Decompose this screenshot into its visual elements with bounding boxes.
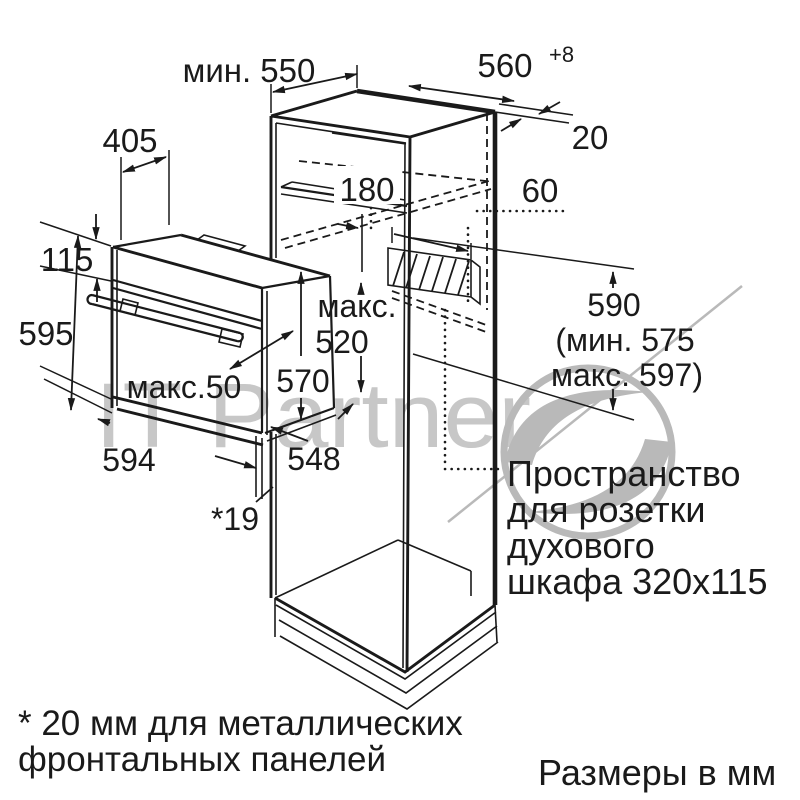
socket-space-note: Пространство для розетки духового шкафа … — [507, 453, 768, 602]
dim-570: 570 — [276, 363, 329, 399]
socket-note-line4: шкафа 320x115 — [507, 561, 768, 602]
footnotes: * 20 мм для металлических фронтальных па… — [18, 704, 776, 793]
dim-maks-label: макс. — [317, 288, 396, 324]
vent-slot-hatched — [387, 247, 481, 306]
dimension-lines — [39, 65, 635, 503]
dim-180: 180 — [339, 171, 394, 208]
dim-maks-50: макс.50 — [127, 369, 242, 405]
footnote-line2: фронтальных панелей — [18, 740, 386, 779]
units-note: Размеры в мм — [538, 752, 776, 793]
dim-19: *19 — [211, 501, 259, 537]
dim-590-min: (мин. 575 — [555, 322, 694, 358]
dim-590-max: макс. 597) — [551, 357, 703, 393]
oven-drawing — [86, 233, 337, 499]
footnote-line1: * 20 мм для металлических — [18, 704, 463, 743]
dim-60: 60 — [522, 172, 559, 209]
dotted-reference-lines — [369, 206, 567, 471]
dim-548: 548 — [287, 441, 340, 477]
dim-520: 520 — [315, 324, 368, 360]
socket-note-line2: для розетки — [507, 489, 705, 530]
dim-min-550: мин. 550 — [183, 52, 316, 89]
socket-note-line1: Пространство — [507, 453, 741, 494]
dim-405: 405 — [102, 122, 157, 159]
dim-560-tolerance: +8 — [549, 42, 574, 67]
dim-595: 595 — [18, 315, 73, 352]
dim-590: 590 — [587, 287, 640, 323]
dimension-labels: мин. 550 560 +8 20 405 115 595 180 60 ма… — [18, 42, 703, 537]
dim-560: 560 — [477, 47, 532, 84]
watermark: IT Partner — [95, 285, 743, 540]
dim-20: 20 — [572, 119, 609, 156]
socket-note-line3: духового — [507, 525, 655, 566]
dim-115: 115 — [41, 241, 94, 278]
dim-594: 594 — [102, 442, 155, 478]
